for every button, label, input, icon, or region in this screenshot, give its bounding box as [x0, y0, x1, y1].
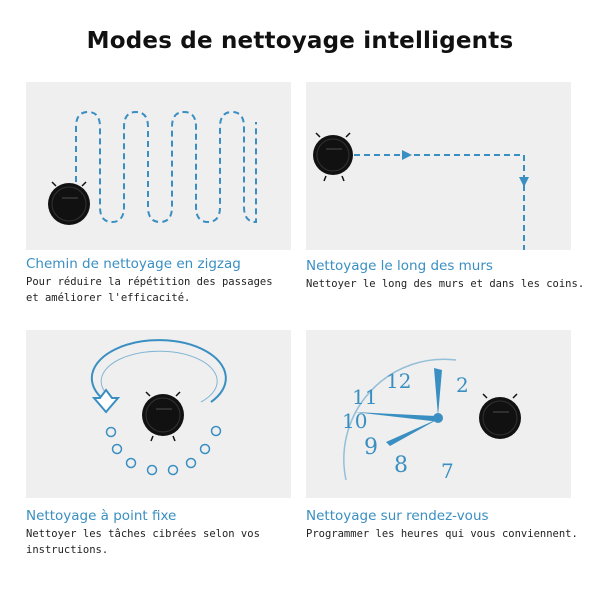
- mode-description-zigzag: Pour réduire la répétition des passages …: [26, 274, 273, 306]
- clock-icon: 12 2 7 8 9 10 11: [342, 358, 521, 483]
- clock-numeral: 8: [394, 453, 408, 478]
- description-line: Programmer les heures qui vous convienne…: [306, 528, 578, 540]
- robot-vacuum-icon: [142, 391, 184, 442]
- wall-mode-illustration: [306, 82, 571, 250]
- clock-numeral: 2: [456, 373, 469, 397]
- zigzag-mode-illustration: [26, 82, 291, 250]
- clock-numeral: 9: [364, 435, 378, 460]
- clock-numeral: 7: [441, 459, 454, 483]
- robot-vacuum-icon: [48, 181, 90, 225]
- zigzag-path-icon: [48, 110, 257, 225]
- description-line: instructions.: [26, 544, 109, 556]
- description-line: Nettoyer les tâches cibrées selon vos: [26, 528, 260, 540]
- wall-path-icon: [313, 132, 529, 250]
- robot-vacuum-icon: [479, 393, 521, 439]
- spot-spiral-icon: [90, 339, 227, 476]
- mode-title-spot: Nettoyage à point fixe: [26, 508, 177, 524]
- description-line: Nettoyer le long des murs et dans les co…: [306, 278, 585, 290]
- robot-vacuum-icon: [313, 132, 353, 182]
- mode-title-schedule: Nettoyage sur rendez-vous: [306, 508, 489, 524]
- mode-title-wall: Nettoyage le long des murs: [306, 258, 493, 274]
- description-line: et améliorer l'efficacité.: [26, 292, 191, 304]
- schedule-mode-illustration: 12 2 7 8 9 10 11: [306, 330, 571, 498]
- spot-mode-illustration: [26, 330, 291, 498]
- clock-numeral: 12: [386, 369, 411, 393]
- mode-title-zigzag: Chemin de nettoyage en zigzag: [26, 256, 241, 272]
- mode-description-spot: Nettoyer les tâches cibrées selon vos in…: [26, 526, 260, 558]
- clock-numeral: 11: [352, 385, 377, 409]
- mode-description-schedule: Programmer les heures qui vous convienne…: [306, 526, 578, 542]
- mode-description-wall: Nettoyer le long des murs et dans les co…: [306, 276, 584, 292]
- description-line: Pour réduire la répétition des passages: [26, 276, 273, 288]
- page-title: Modes de nettoyage intelligents: [86, 28, 514, 54]
